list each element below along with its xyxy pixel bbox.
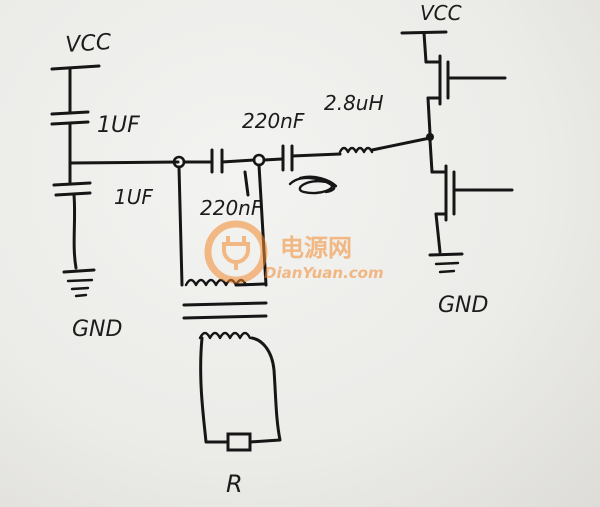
inductor-out-wire xyxy=(370,136,432,152)
scribble-strokes xyxy=(288,175,338,195)
cap-220nf-bottom-label: 220nF xyxy=(200,196,263,220)
high-fet-drain xyxy=(422,31,428,64)
gnd-left-bar-1 xyxy=(62,268,96,274)
secondary-left-wire xyxy=(199,336,230,444)
inductor-coil xyxy=(338,146,374,154)
gnd-left-label: GND xyxy=(72,317,122,342)
cap-1uf-top-label: 1UF xyxy=(97,113,140,138)
cap-220nf-top-out xyxy=(290,152,342,158)
cap-220nf-top-label: 220nF xyxy=(242,109,305,133)
secondary-right-wire xyxy=(248,336,282,444)
vcc-left-supply: VCC xyxy=(50,30,113,114)
dianyuan-watermark: 电源网 DianYuan.com xyxy=(204,220,384,284)
cap-1uf-bottom: 1UF xyxy=(52,181,153,209)
gnd-right-label: GND xyxy=(438,293,488,318)
watermark-plug-glyph xyxy=(222,236,250,270)
core-bar-2 xyxy=(182,314,268,320)
vcc-left-label: VCC xyxy=(65,30,113,58)
gnd-right-bar-1 xyxy=(428,252,464,257)
gnd-left: GND xyxy=(62,193,122,342)
gnd-left-lead xyxy=(72,193,78,270)
cap-1uf-top-plate-a xyxy=(50,110,90,116)
secondary-loop: R xyxy=(198,331,282,498)
loop-inner-stub xyxy=(243,170,250,197)
vcc-right-supply: VCC xyxy=(400,1,462,35)
scribble-mark xyxy=(288,175,338,195)
coupling-loop xyxy=(177,163,268,287)
cap-1uf-bottom-plate-a xyxy=(52,181,92,187)
midpoint-junction xyxy=(426,133,434,141)
resistor-body xyxy=(226,432,252,452)
cap-1uf-bottom-label: 1UF xyxy=(114,185,153,209)
resistor-label: R xyxy=(226,470,243,498)
cap-220nf-series: 220nF xyxy=(200,148,263,220)
watermark-en: DianYuan.com xyxy=(264,264,384,282)
low-fet-source xyxy=(434,212,442,254)
gnd-right: GND xyxy=(428,252,488,318)
gnd-left-bar-2 xyxy=(66,278,94,283)
watermark-plug-icon xyxy=(204,220,268,284)
primary-winding-tail xyxy=(234,282,266,287)
gnd-right-bar-2 xyxy=(434,261,460,266)
main-bus-left xyxy=(68,160,180,165)
vcc-right-label: VCC xyxy=(420,1,462,25)
low-fet-drain xyxy=(428,138,434,174)
secondary-winding xyxy=(198,331,252,340)
vcc-left-bar xyxy=(50,64,101,71)
gnd-left-bar-4 xyxy=(74,293,88,298)
core-bar-1 xyxy=(182,301,268,307)
high-fet-source xyxy=(426,96,432,136)
loop-right-wire xyxy=(257,163,268,287)
gnd-left-bar-3 xyxy=(70,286,90,291)
cap-220nf-top-lead xyxy=(262,157,284,162)
mosfet-high-side xyxy=(422,31,507,136)
transformer-core xyxy=(182,301,268,320)
loop-left-wire xyxy=(177,165,184,287)
mosfet-low-side xyxy=(428,138,514,254)
gnd-right-bar-3 xyxy=(438,269,456,274)
inductor-2-8uh: 2.8uH xyxy=(324,91,432,154)
cap-220nf-top: 220nF xyxy=(242,109,342,172)
cap-1uf-top: 1UF xyxy=(50,110,140,138)
main-bus-right xyxy=(220,158,256,164)
inductor-label: 2.8uH xyxy=(324,91,384,115)
watermark-cn: 电源网 xyxy=(280,234,352,262)
